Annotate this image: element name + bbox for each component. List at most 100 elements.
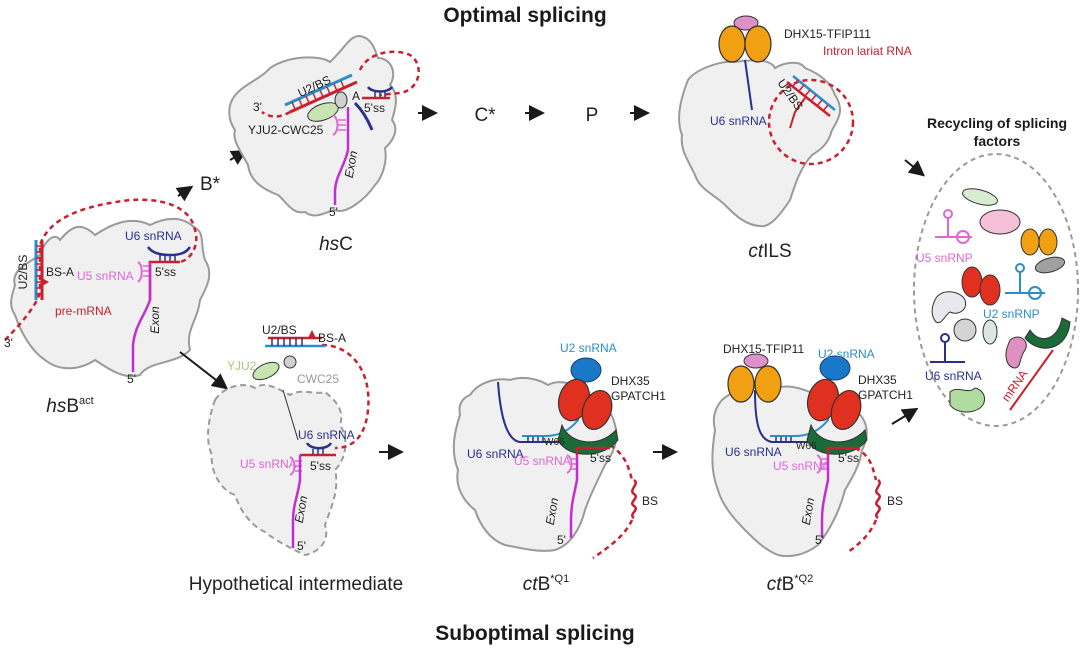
q2-5prime-label: 5' (815, 533, 824, 547)
hypo-u2bs-label: U2/BS (262, 323, 297, 337)
u5-snrnp-label: U5 snRNP (916, 251, 973, 265)
stage-cstar-label: C* (474, 105, 496, 126)
hsc-intron-loop (358, 50, 420, 97)
ctbq1-complex: BS U6 snRNA U2 snRNA DHX35 GPATCH1 W66 5… (452, 341, 666, 595)
ctils-complex: DHX15-TFIP111 Intron lariat RNA U6 snRNA… (678, 15, 912, 262)
q1-intron-dash-top (609, 443, 634, 481)
factor-light-green (962, 188, 998, 206)
hsc-5ss-label: 5'ss (364, 101, 385, 115)
q2-bs-label: BS (887, 494, 903, 508)
stage-ctils-prefix: ct (748, 241, 764, 262)
hypo-branch-point-icon (308, 330, 316, 338)
hsbact-u5-arc (137, 261, 143, 283)
hypo-u6-label: U6 snRNA (298, 428, 355, 442)
hsbact-exon-strand (131, 262, 152, 372)
stage-ctbq2-prefix: ct (767, 574, 783, 595)
q2-tfip-shape (743, 353, 769, 369)
q1-u6-label: U6 snRNA (467, 447, 524, 461)
q2-w66-label: W66 (796, 441, 817, 452)
ctils-u6-label: U6 snRNA (710, 114, 767, 128)
hsc-exon-strand (333, 107, 350, 205)
stage-hsbact-label: hsBact (46, 395, 93, 417)
q2-bs-coil (875, 478, 881, 520)
u2-snrnp-icon (1005, 263, 1045, 300)
recycling-title-line1: Recycling of splicing (927, 115, 1067, 131)
ctils-lariat-loop (767, 78, 855, 166)
hsbact-u6-label: U6 snRNA (125, 229, 182, 243)
stage-hypothetical-label: Hypothetical intermediate (189, 574, 403, 595)
hsc-bs-strand (289, 80, 358, 114)
ctils-u6-strand (744, 59, 753, 111)
ctils-u2-strand (792, 75, 836, 111)
q2-dhx15-left (727, 365, 755, 403)
q2-exon-strand (820, 455, 830, 538)
ctils-body (678, 59, 842, 228)
ctbq2-complex: BS DHX15-TFIP11 U6 snRNA U2 snRNA DHX35 … (711, 342, 913, 595)
stage-ctbq1-label: ctB*Q1 (523, 573, 569, 595)
q1-5prime-label: 5' (557, 533, 566, 547)
hypo-bs-basepairs (271, 338, 303, 346)
u2-snrnp-label: U2 snRNP (983, 307, 1040, 321)
hsbact-complex: U2/BS BS-A U6 snRNA 5'ss U5 snRNA Exon p… (4, 198, 211, 417)
hsc-u6-arc (366, 86, 394, 93)
arrow-q2-to-recycling (891, 407, 919, 425)
stage-hsc-prefix: hs (319, 234, 340, 255)
hypo-cwc25-shape (283, 355, 297, 369)
q2-u5-label: U5 snRNA (773, 459, 830, 473)
stage-ctbq1-name: B (538, 574, 551, 595)
hypo-yju2-label: YJU2 (227, 359, 257, 373)
q1-5ss-strand (575, 446, 610, 455)
q1-dhx35-right (581, 390, 613, 430)
hsc-3prime-tail (261, 110, 291, 118)
factor-pale-blue (982, 319, 998, 345)
stage-hsbact-name: B (66, 396, 79, 417)
hsbact-bs-basepairs (36, 245, 42, 295)
hsc-body (228, 34, 397, 217)
stage-ctbq2-label: ctB*Q2 (767, 573, 813, 595)
hypo-yju2-shape (252, 361, 280, 381)
q1-dhx35-label: DHX35 (611, 374, 650, 388)
factor-light-gray (953, 318, 977, 342)
hsc-3prime-label: 3' (253, 100, 262, 114)
stage-hsbact-prefix: hs (46, 396, 67, 417)
title-suboptimal-splicing: Suboptimal splicing (435, 622, 635, 645)
hypo-u5-label: U5 snRNA (240, 457, 297, 471)
mrna-strand (1009, 349, 1054, 411)
u6-snrna-label: U6 snRNA (925, 369, 982, 383)
hsbact-premrna-label: pre-mRNA (55, 304, 112, 318)
hsc-5prime-label: 5' (329, 205, 338, 219)
q2-intron-dash-top (854, 446, 878, 481)
stage-hsc-name: C (339, 234, 353, 255)
q2-u6-label: U6 snRNA (725, 445, 782, 459)
q1-intron-dash-bottom (592, 519, 634, 560)
u6-snrna-icon (930, 333, 965, 363)
stage-hsc-label: hsC (319, 234, 353, 255)
u5-snrnp-icon (935, 209, 972, 244)
q2-u6-strand (754, 389, 820, 443)
q1-exon-strand (569, 455, 579, 538)
q2-u2-shape (819, 355, 851, 381)
hsc-u2-strand (284, 73, 353, 107)
hsc-u5-basepairs (338, 119, 346, 131)
q2-5ss-strand (826, 446, 860, 455)
stage-ctbq1-sup: *Q1 (550, 573, 569, 585)
factor-magenta (1005, 336, 1027, 369)
hsbact-intron-loop (4, 198, 198, 341)
ctils-dhx15-right (744, 25, 772, 63)
q1-u2-shape (570, 357, 602, 383)
q1-u5-label: U5 snRNA (514, 454, 571, 468)
stage-ctbq1-prefix: ct (523, 574, 539, 595)
arrow-ctils-to-recycling (904, 159, 926, 177)
q1-w66-label: W66 (544, 437, 565, 448)
factor-green (949, 387, 986, 413)
q2-exon-label: Exon (799, 496, 818, 526)
hypo-tether-line (282, 389, 299, 441)
hsc-exon-label: Exon (342, 149, 361, 179)
stage-ctbq2-sup: *Q2 (794, 573, 813, 585)
factor-pink (979, 209, 1021, 235)
ctils-bs-basepairs (792, 79, 829, 112)
hypo-intron-loop (321, 343, 370, 450)
q2-dhx15-right (754, 365, 782, 403)
q2-dhx15-label: DHX15-TFIP11 (723, 342, 804, 356)
